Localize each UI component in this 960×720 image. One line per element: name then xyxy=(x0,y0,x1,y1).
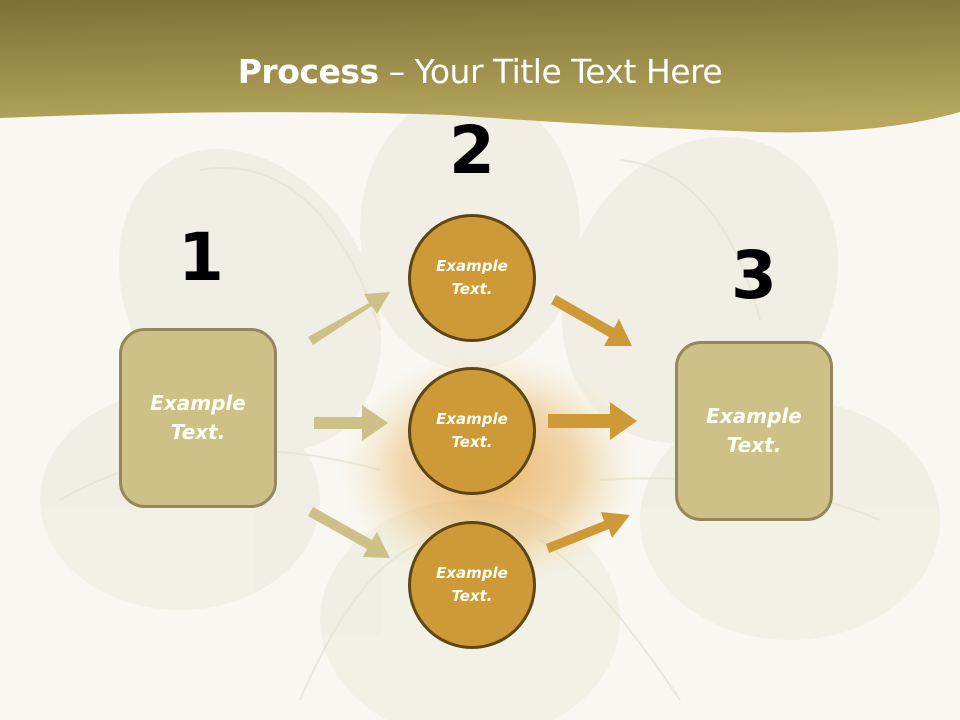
arrow-left-down-icon xyxy=(308,507,390,558)
right-box-line1: Example xyxy=(706,404,802,428)
step-number-1: 1 xyxy=(178,219,224,296)
step-number-3: 3 xyxy=(731,237,777,314)
left-box-line1: Example xyxy=(150,391,246,415)
right-box-line2: Text. xyxy=(726,433,782,457)
circle-2-line1: Example xyxy=(436,410,508,428)
slide-title: Process – Your Title Text Here xyxy=(0,52,960,91)
arrow-left-up-icon xyxy=(308,292,390,345)
circle-3-line2: Text. xyxy=(451,587,493,605)
header-band xyxy=(0,0,960,133)
circle-3-line1: Example xyxy=(436,564,508,582)
step-number-2: 2 xyxy=(449,112,495,189)
circle-1-line1: Example xyxy=(436,257,508,275)
arrow-right-down-icon xyxy=(546,512,630,553)
circle-1-line2: Text. xyxy=(451,280,493,298)
circle-2-line2: Text. xyxy=(451,433,493,451)
arrow-right-up-icon xyxy=(551,295,632,346)
arrow-left-mid-icon xyxy=(314,405,388,441)
title-rest: – Your Title Text Here xyxy=(378,52,723,91)
left-box-line2: Text. xyxy=(170,420,226,444)
arrow-right-mid-icon xyxy=(548,402,637,440)
title-bold: Process xyxy=(237,52,379,91)
